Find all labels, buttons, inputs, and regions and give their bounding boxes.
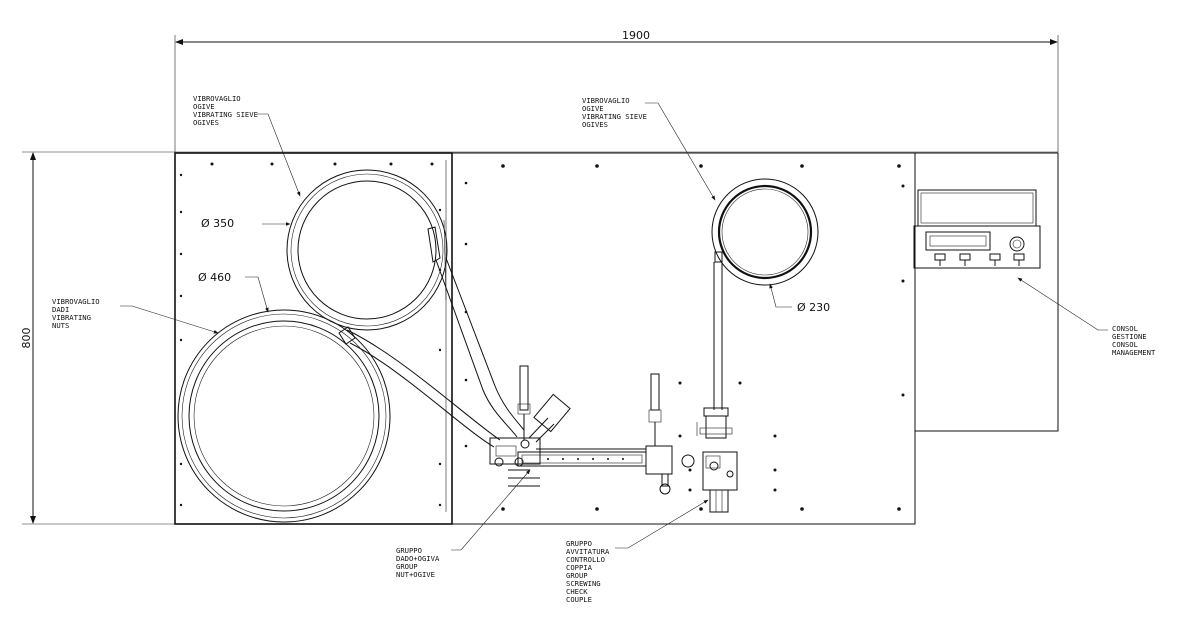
mounting-holes — [179, 162, 905, 511]
group-nut-ogive — [489, 365, 695, 495]
diameter-230-label: Ø 230 — [797, 301, 830, 314]
sieve-ogives-350 — [286, 169, 448, 331]
height-value: 800 — [20, 328, 33, 349]
feed-tracks — [346, 257, 525, 448]
callout-group-screwing: GRUPPO AVVITATURA CONTROLLO COPPIA GROUP… — [566, 539, 614, 604]
width-dimension: 1900 — [174, 29, 1059, 152]
callout-group-nut-ogive: GRUPPO DADO+OGIVA GROUP NUT+OGIVE — [396, 546, 444, 579]
machine-frame — [174, 151, 1059, 525]
width-value: 1900 — [622, 29, 650, 42]
diameter-350-label: Ø 350 — [201, 217, 234, 230]
console — [913, 189, 1041, 269]
callout-sieve-nuts: VIBROVAGLIO DADI VIBRATING NUTS — [52, 297, 104, 330]
diameter-460-label: Ø 460 — [198, 271, 231, 284]
callout-console: CONSOL GESTIONE CONSOL MANAGEMENT — [1112, 324, 1156, 357]
sieve-ogives-230 — [711, 178, 819, 410]
callout-sieve-ogives-left: VIBROVAGLIO OGIVE VIBRATING SIEVE OGIVES — [193, 94, 262, 127]
group-screwing — [696, 407, 738, 513]
callout-sieve-ogives-right: VIBROVAGLIO OGIVE VIBRATING SIEVE OGIVES — [582, 96, 651, 129]
leader-lines — [120, 102, 1108, 551]
sieve-nuts-460 — [177, 309, 391, 523]
height-dimension: 800 — [20, 151, 175, 525]
